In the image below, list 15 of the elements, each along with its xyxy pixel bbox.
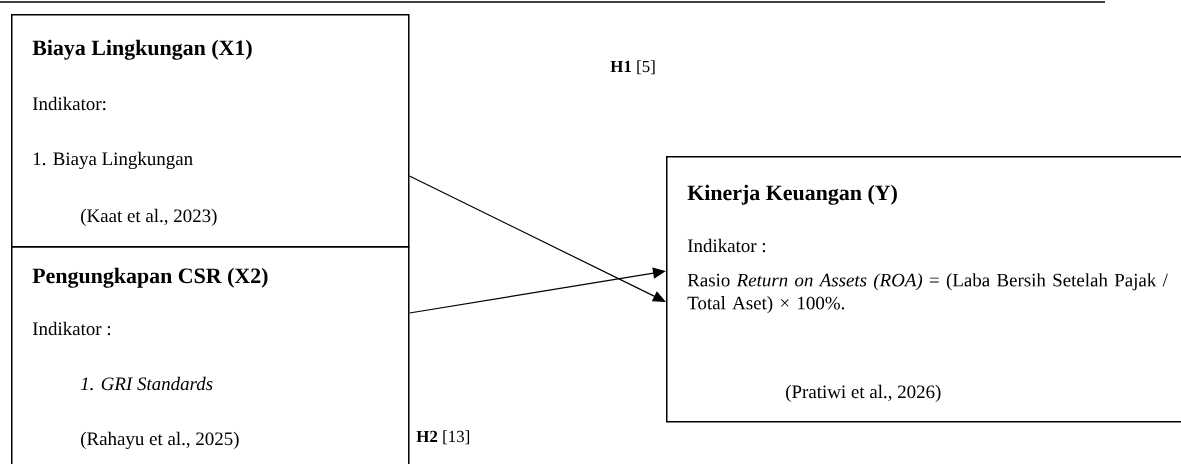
box-heading: Biaya Lingkungan (X1) xyxy=(32,39,252,60)
box-text: (Pratiwi et al., 2026) xyxy=(786,384,941,402)
box-heading: Pengungkapan CSR (X2) xyxy=(32,267,268,288)
box-paragraph: Rasio Return on Assets (ROA) = (Laba Bersih Setelah Pajak / Total Aset) × 100%. xyxy=(687,273,1168,314)
box-text: 1. Biaya Lingkungan xyxy=(33,151,193,170)
arrow xyxy=(408,175,666,302)
box-text: Indikator : xyxy=(32,321,111,336)
box-text: (Rahayu et al., 2025) xyxy=(81,431,239,450)
box-text: Indikator: xyxy=(32,96,106,111)
box-text: Indikator : xyxy=(687,238,766,253)
box-text: (Kaat et al., 2023) xyxy=(81,208,217,226)
arrow xyxy=(408,267,666,314)
box-text: 1. GRI Standards xyxy=(80,376,213,391)
hypothesis-label: H1 [5] xyxy=(610,60,655,75)
box-heading: Kinerja Keuangan (Y) xyxy=(687,184,897,205)
